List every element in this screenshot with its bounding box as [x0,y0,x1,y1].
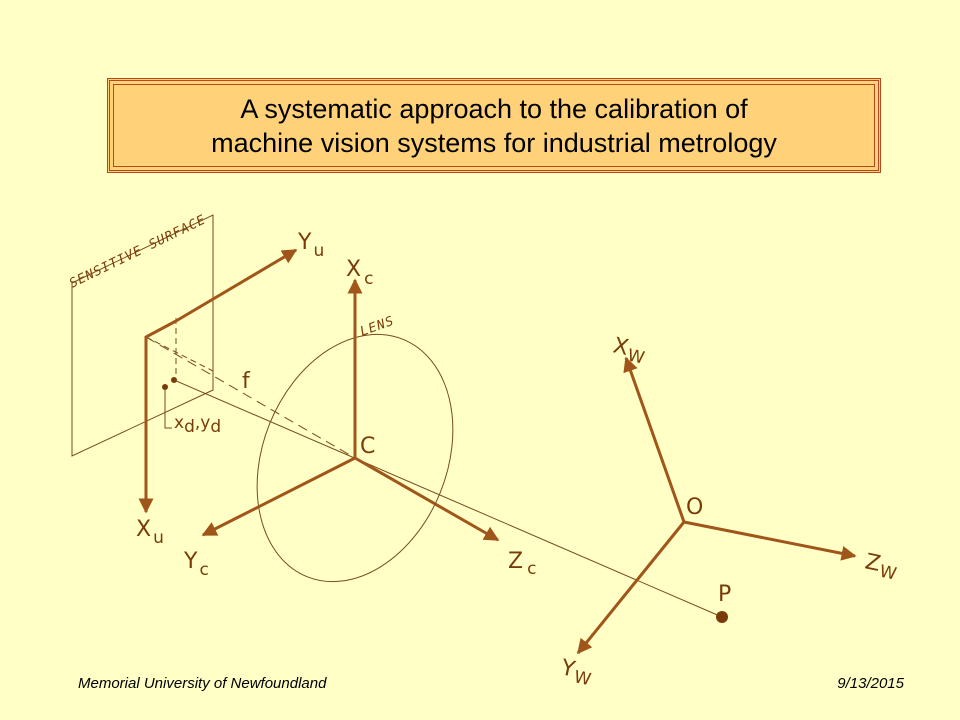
camera-z-axis [354,456,500,542]
object-point-label: P [718,582,731,607]
world-y-axis-label: YW [557,655,595,690]
camera-y-axis [201,456,356,537]
distorted-image-point [162,384,168,390]
image-y-axis [175,248,298,323]
image-point-label: xd,yd [174,413,221,437]
focal-label: f [242,369,251,394]
title-banner: A systematic approach to the calibration… [107,78,881,173]
sensitive-surface-plane [71,214,214,457]
footer-institution: Memorial University of Newfoundland [78,675,327,692]
title-line-1: A systematic approach to the calibration… [240,93,748,124]
sensitive-surface-label: SENSITIVE SURFACE [67,212,208,291]
image-axis-corner [144,319,177,510]
lens-ellipse [256,333,454,583]
world-x-axis [623,356,686,523]
world-z-axis [683,520,857,561]
image-point-leader [164,390,172,429]
object-point [716,611,728,623]
focal-dashed-line [145,336,356,459]
world-origin-label: O [686,495,703,520]
title-line-2: machine vision systems for industrial me… [211,127,777,158]
projection-ray [173,379,723,618]
camera-center-label: C [360,434,375,459]
world-x-axis-label: XW [610,333,648,368]
world-z-axis-label: ZW [862,549,900,584]
footer-date: 9/13/2015 [837,675,904,692]
world-y-axis [576,521,686,655]
image-dashed-horizontal [145,336,214,372]
